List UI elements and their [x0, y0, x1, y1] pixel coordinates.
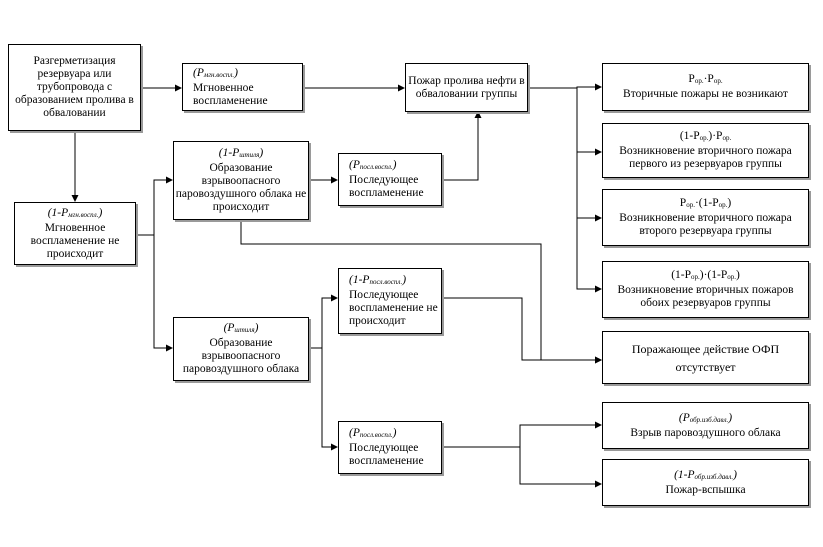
outcome-both-tanks-fire-prob: (1-Pор.)·(1-Pор.)	[671, 269, 740, 281]
outcome-both-tanks-fire-text: Возникновение вторичных пожаров обоих ре…	[617, 284, 794, 309]
outcome-no-secondary-fires-text: Вторичные пожары не возникают	[623, 88, 788, 100]
edge-n9-o6	[442, 421, 602, 448]
outcome-first-tank-fire-text: Возникновение вторичного пожара первого …	[619, 145, 792, 170]
outcome-no-hazard-text: Поражающее действие ОФП отсутствует	[631, 341, 780, 374]
outcome-first-tank-fire: (1-Pор.)·Pор. Возникновение вторичного п…	[602, 123, 809, 178]
node-spill-fire: Пожар пролива нефти в обваловании группы	[405, 63, 528, 112]
node-no-vapor-cloud-prob: (1-Pштиля)	[218, 147, 264, 159]
node-no-instant-ignition-prob: (1-Pмгн.воспл.)	[47, 206, 103, 219]
outcome-cloud-explosion: (Pобр.изб.давл.) Взрыв паровоздушного об…	[602, 402, 809, 449]
edge-n4-n5	[136, 176, 173, 236]
edge-n7-n8	[309, 294, 338, 349]
outcome-second-tank-fire-prob: Pор.·(1-Pор.)	[679, 197, 732, 209]
node-no-delayed-ignition-text: Последующее воспламенение не происходит	[349, 289, 438, 327]
node-no-delayed-ignition-prob: (1-Pпосл.воспл.)	[349, 274, 407, 286]
node-vapor-cloud-prob: (Pштиля)	[223, 322, 259, 334]
outcome-no-secondary-fires-prob: Pор.·Pор.	[688, 73, 723, 85]
node-depressurization-text: Разгерметизация резервуара или трубопров…	[15, 55, 134, 119]
outcome-no-secondary-fires: Pор.·Pор. Вторичные пожары не возникают	[602, 63, 809, 111]
node-delayed-ignition-a-text: Последующее воспламенение	[349, 174, 424, 199]
node-no-instant-ignition: (1-Pмгн.воспл.) Мгновенное воспламенение…	[14, 202, 136, 265]
node-delayed-ignition-b: (Pпосл.воспл.) Последующее воспламенение	[338, 421, 442, 474]
node-delayed-ignition-b-text: Последующее воспламенение	[349, 442, 424, 467]
node-instant-ignition-prob: (Pмгн.воспл.)	[193, 66, 238, 79]
edge-n8-o5	[442, 297, 602, 364]
node-no-vapor-cloud: (1-Pштиля) Образование взрывоопасного па…	[173, 141, 309, 220]
node-vapor-cloud-text: Образование взрывоопасного паровоздушног…	[182, 337, 300, 375]
outcome-flash-fire: (1-Pобр.изб.давл.) Пожар-вспышка	[602, 459, 809, 506]
node-delayed-ignition-a-prob: (Pпосл.воспл.)	[349, 159, 397, 171]
outcome-first-tank-fire-prob: (1-Pор.)·Pор.	[679, 130, 732, 142]
outcome-both-tanks-fire: (1-Pор.)·(1-Pор.) Возникновение вторичны…	[602, 261, 809, 318]
edge-n7-n9	[321, 348, 338, 451]
node-depressurization: Разгерметизация резервуара или трубопров…	[8, 44, 141, 131]
edge-n3-o1	[528, 83, 602, 91]
node-no-instant-ignition-text: Мгновенное воспламенение не происходит	[30, 221, 120, 260]
outcome-second-tank-fire-text: Возникновение вторичного пожара второго …	[619, 212, 792, 237]
edge-n4-n7	[153, 235, 173, 352]
node-no-delayed-ignition: (1-Pпосл.воспл.) Последующее воспламенен…	[338, 268, 442, 334]
outcome-second-tank-fire: Pор.·(1-Pор.) Возникновение вторичного п…	[602, 189, 809, 246]
node-instant-ignition: (Pмгн.воспл.) Мгновенное воспламенение	[182, 63, 303, 111]
edge-n3-o3	[576, 152, 602, 222]
node-delayed-ignition-a: (Pпосл.воспл.) Последующее воспламенение	[338, 153, 442, 206]
outcome-cloud-explosion-text: Взрыв паровоздушного облака	[630, 426, 781, 439]
node-instant-ignition-text: Мгновенное воспламенение	[193, 81, 268, 107]
node-spill-fire-text: Пожар пролива нефти в обваловании группы	[408, 74, 525, 100]
outcome-flash-fire-text: Пожар-вспышка	[665, 483, 746, 496]
edge-n3-o4	[576, 218, 602, 293]
node-vapor-cloud: (Pштиля) Образование взрывоопасного паро…	[173, 317, 309, 381]
outcome-no-hazard: Поражающее действие ОФП отсутствует	[602, 331, 809, 384]
node-delayed-ignition-b-prob: (Pпосл.воспл.)	[349, 427, 397, 439]
edge-n6-n3	[442, 111, 482, 181]
edge-n9-o7	[519, 447, 602, 488]
node-no-vapor-cloud-text: Образование взрывоопасного паровоздушног…	[175, 162, 307, 213]
outcome-flash-fire-prob: (1-Pобр.изб.давл.)	[674, 468, 737, 481]
edge-n3-o2	[576, 88, 602, 156]
outcome-cloud-explosion-prob: (Pобр.изб.давл.)	[678, 411, 733, 424]
